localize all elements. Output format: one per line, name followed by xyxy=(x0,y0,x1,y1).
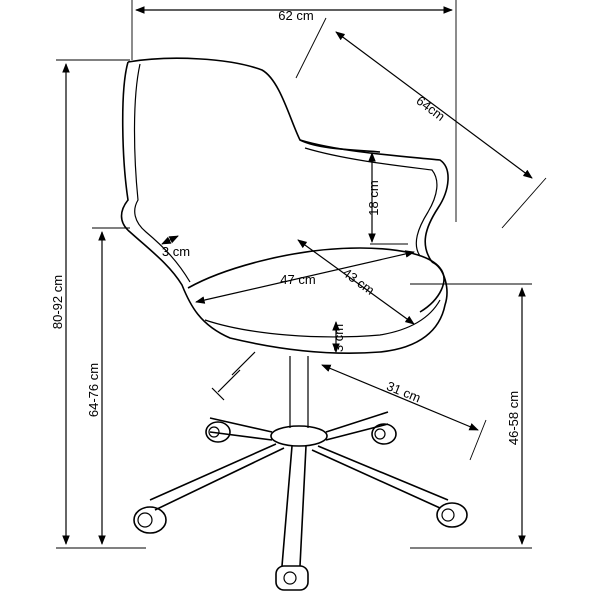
label-width-top: 62 cm xyxy=(278,8,313,23)
label-armrest-floor-height: 64-76 cm xyxy=(86,363,101,417)
seat-edge xyxy=(204,299,441,338)
base-leg-right xyxy=(325,411,389,441)
seat-top xyxy=(187,247,445,313)
label-front-thickness: 3 cm xyxy=(331,324,346,352)
lever xyxy=(211,351,256,401)
gas-lift xyxy=(289,356,309,428)
base-leg-left xyxy=(209,417,273,441)
backrest-top xyxy=(127,57,381,153)
base-leg-back-right xyxy=(311,445,449,509)
caster-4 xyxy=(436,502,468,528)
caster-1 xyxy=(205,421,231,443)
backrest xyxy=(120,61,448,355)
depth-dimension-line xyxy=(335,31,533,179)
base-leg-back-left xyxy=(149,443,285,511)
label-seat-floor-height: 46-58 cm xyxy=(506,391,521,445)
caster-5 xyxy=(275,565,309,591)
base-radius-line xyxy=(321,364,479,431)
label-base-radius: 31 cm xyxy=(384,378,422,405)
dimension-lines xyxy=(56,0,547,549)
caster-3 xyxy=(133,506,167,534)
backrest-inner xyxy=(133,63,191,283)
base-hub xyxy=(270,425,328,447)
label-depth-diagonal: 64cm xyxy=(413,93,447,124)
caster-2 xyxy=(371,423,397,445)
label-armrest-height: 18 cm xyxy=(366,180,381,215)
base-leg-front xyxy=(281,445,307,567)
label-side-thickness: 3 cm xyxy=(162,244,190,259)
chair-outline xyxy=(120,57,468,591)
side-thickness-line xyxy=(161,235,179,245)
label-seat-depth: 43 cm xyxy=(340,265,377,298)
label-seat-width: 47 cm xyxy=(280,272,315,287)
seat-depth-line xyxy=(297,239,415,325)
label-total-height: 80-92 cm xyxy=(50,275,65,329)
